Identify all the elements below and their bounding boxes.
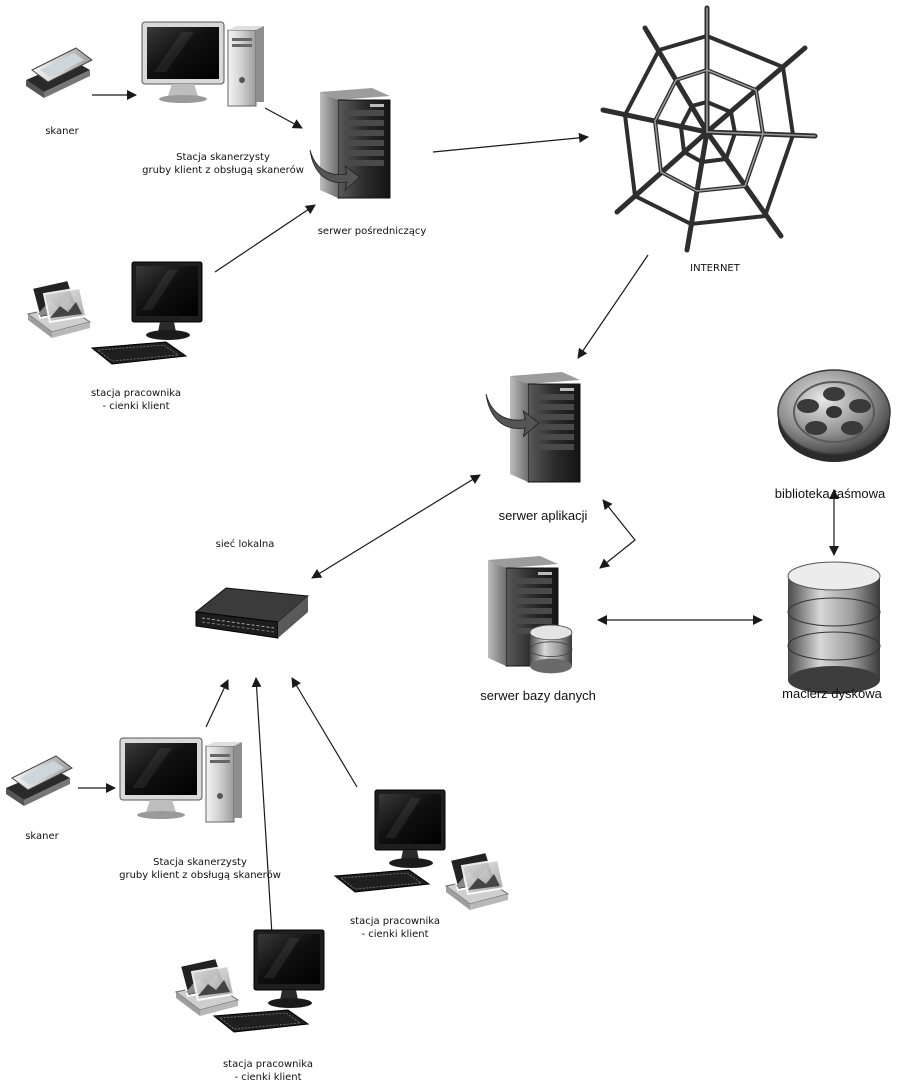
db-server-icon: [487, 555, 573, 674]
scanner-top-icon: [25, 47, 93, 99]
scanner-top-label: skaner: [45, 125, 79, 138]
edge-employee-right-to-lan: [291, 677, 358, 788]
edge-app-server-db-server: [599, 499, 636, 569]
disk-array-text: macierz dyskowa: [782, 686, 882, 701]
proxy-server-text: serwer pośredniczący: [317, 226, 427, 237]
scan-station-top-line1: Stacja skanerzysty: [176, 152, 270, 163]
employee-station-bottom-photos-icon: [175, 957, 239, 1017]
scanner-top-text: skaner: [45, 126, 79, 137]
edge-internet-to-app-server: [577, 254, 649, 359]
disk-array-label: macierz dyskowa: [782, 686, 882, 702]
edge-lan-app-server: [311, 474, 481, 579]
employee-station-top-line2: - cienki klient: [102, 401, 170, 412]
lan-text: sieć lokalna: [215, 539, 275, 550]
employee-station-right-line1: stacja pracownika: [349, 916, 441, 927]
db-server-label: serwer bazy danych: [480, 688, 596, 704]
employee-station-bottom-line1: stacja pracownika: [222, 1059, 314, 1070]
scan-station-top-label: Stacja skanerzysty gruby klient z obsług…: [142, 151, 304, 177]
edge-employee-top-to-proxy: [214, 204, 316, 273]
scan-station-bottom-label: Stacja skanerzysty gruby klient z obsług…: [119, 856, 281, 882]
scanner-bottom-text: skaner: [25, 831, 59, 842]
edge-station-bottom-to-lan: [205, 679, 229, 728]
tape-library-label: biblioteka taśmowa: [775, 486, 886, 502]
edge-station-top-to-proxy: [264, 107, 303, 129]
lan-label: sieć lokalna: [216, 538, 275, 551]
proxy-server-icon: [309, 87, 391, 199]
edge-proxy-to-internet: [432, 132, 589, 153]
employee-station-bottom-line2: - cienki klient: [234, 1072, 302, 1083]
tape-library-text: biblioteka taśmowa: [774, 486, 886, 501]
scan-station-top-line2: gruby klient z obsługą skanerów: [142, 165, 304, 176]
app-server-label: serwer aplikacji: [499, 508, 588, 524]
employee-station-top-photos-icon: [27, 279, 91, 339]
employee-station-top-line1: stacja pracownika: [90, 388, 182, 399]
app-server-icon: [485, 371, 581, 483]
scan-station-bottom-icon: [119, 737, 243, 823]
internet-label: INTERNET: [690, 262, 740, 275]
employee-station-right-photos-icon: [445, 851, 509, 911]
employee-station-bottom-label: stacja pracownika - cienki klient: [223, 1058, 313, 1084]
tape-library-film-reel-icon: [777, 369, 891, 462]
scanner-bottom-label: skaner: [25, 830, 59, 843]
scan-station-bottom-line2: gruby klient z obsługą skanerów: [119, 870, 281, 881]
app-server-text: serwer aplikacji: [498, 508, 588, 523]
disk-array-database-icon: [787, 561, 881, 694]
scanner-bottom-icon: [5, 755, 73, 807]
employee-station-right-monitor-icon: [334, 789, 446, 893]
employee-station-right-line2: - cienki klient: [361, 929, 429, 940]
internet-spider-web-icon: [600, 5, 818, 253]
edge-employee-bottom-to-lan: [251, 677, 273, 936]
scan-station-top-icon: [141, 21, 265, 107]
employee-station-top-monitor-icon: [91, 261, 203, 365]
employee-station-right-label: stacja pracownika - cienki klient: [350, 915, 440, 941]
proxy-server-label: serwer pośredniczący: [318, 225, 427, 238]
db-server-text: serwer bazy danych: [480, 688, 596, 703]
lan-switch-icon: [194, 587, 310, 639]
employee-station-top-label: stacja pracownika - cienki klient: [91, 387, 181, 413]
scan-station-bottom-line1: Stacja skanerzysty: [153, 857, 247, 868]
internet-text: INTERNET: [690, 263, 740, 274]
